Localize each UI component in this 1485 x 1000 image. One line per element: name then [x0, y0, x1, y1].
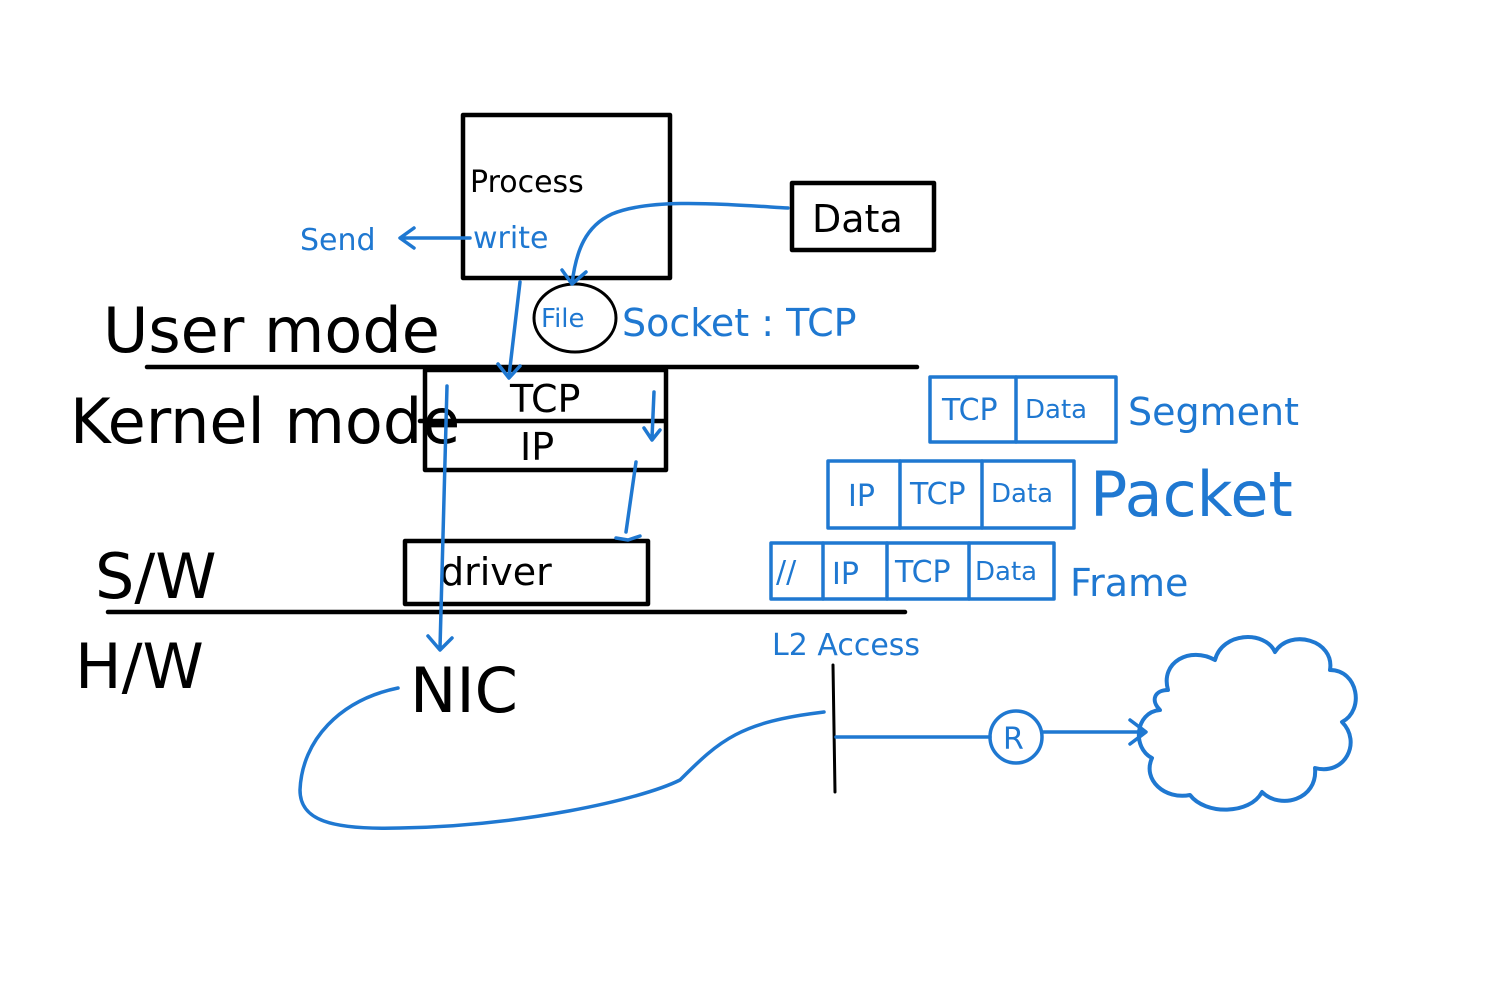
- l2-access-label: L2 Access: [772, 628, 920, 663]
- segment-cell-tcp: TCP: [941, 393, 998, 428]
- segment-label: Segment: [1128, 390, 1299, 434]
- router-icon: [988, 709, 1044, 765]
- send-label: Send: [300, 223, 376, 258]
- send-arrow: [398, 226, 472, 250]
- data-label: Data: [812, 197, 903, 241]
- segment-cell-data: Data: [1025, 395, 1087, 425]
- write-label: write: [473, 221, 548, 256]
- nic-label: NIC: [410, 654, 518, 727]
- network-link-line: [831, 663, 837, 794]
- data-to-file-arrow: [560, 201, 790, 286]
- segment-box: [928, 375, 1118, 444]
- process-label: Process: [470, 165, 584, 200]
- file-circle: [532, 282, 618, 354]
- ip-to-driver-arrow: [614, 460, 642, 542]
- nic-to-l2-cable: [298, 686, 826, 830]
- packet-cell-ip: IP: [848, 479, 875, 514]
- packet-label: Packet: [1090, 458, 1293, 531]
- stack-down-arrow: [642, 390, 662, 442]
- sw-label: S/W: [95, 540, 217, 613]
- frame-cell-tcp: TCP: [894, 555, 951, 590]
- kernel-mode-label: Kernel mode: [70, 385, 460, 458]
- frame-cell-ip: IP: [832, 557, 859, 592]
- router-to-cloud-arrow: [1040, 718, 1148, 746]
- router-label: R: [1003, 722, 1024, 757]
- frame-cell-data: Data: [975, 557, 1037, 587]
- data-box: [789, 180, 937, 253]
- cloud-icon: [1136, 635, 1358, 812]
- frame-box: [769, 541, 1056, 601]
- process-to-tcp-arrow: [496, 280, 522, 380]
- tcp-layer-label: TCP: [509, 377, 580, 421]
- ip-layer-label: IP: [520, 425, 554, 469]
- driver-label: driver: [440, 550, 552, 594]
- packet-box: [826, 459, 1076, 530]
- driver-box: [402, 538, 651, 607]
- socket-label: Socket : TCP: [622, 301, 857, 345]
- packet-cell-tcp: TCP: [909, 477, 966, 512]
- frame-cell-header: //: [776, 555, 797, 590]
- file-label: File: [541, 304, 585, 334]
- packet-cell-data: Data: [991, 479, 1053, 509]
- hw-label: H/W: [75, 630, 204, 703]
- frame-label: Frame: [1070, 561, 1188, 605]
- stack-to-nic-arrow: [426, 384, 454, 652]
- user-mode-label: User mode: [103, 294, 440, 367]
